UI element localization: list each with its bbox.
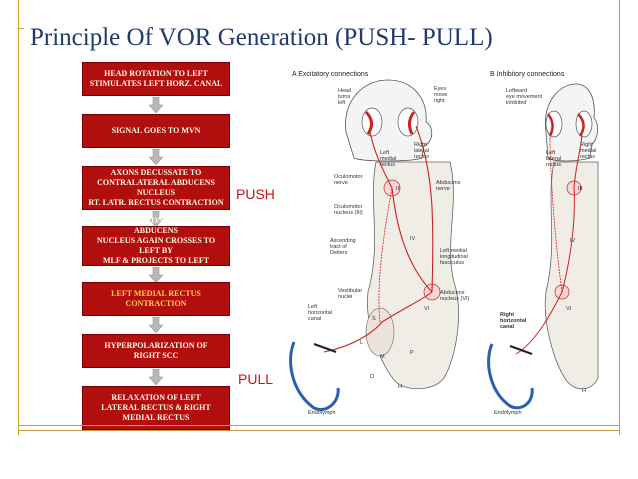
oculomotor-nerve-path: [369, 131, 393, 189]
right-lateral-rectus-muscle: [407, 111, 416, 135]
label-roman-iii-b: III: [578, 186, 583, 192]
head-outline-a: [345, 79, 433, 162]
canal-nerve-b: [509, 345, 533, 355]
flow-step-4-line-3: MLF & PROJECTS TO LEFT: [102, 256, 210, 265]
vestibular-to-abducens-path: [323, 291, 433, 353]
slide-title: Principle Of VOR Generation (PUSH- PULL): [30, 24, 493, 51]
push-label: PUSH: [234, 186, 277, 202]
label-roman-vi-a: VI: [424, 306, 430, 312]
flow-step-7-line-3: MEDIAL RECTUS: [122, 413, 190, 422]
flow-step-3-line-3: NUCLEUS: [136, 188, 176, 197]
flow-step-6-line-1: HYPERPOLARIZATION OF: [104, 341, 208, 350]
left-lateral-rectus-muscle: [546, 113, 554, 137]
label-d: D: [370, 374, 374, 380]
label-l: L: [360, 340, 363, 346]
flow-step-3-line-1: AXONS DECUSSATE TO: [110, 168, 202, 177]
flow-arrow-4: [149, 267, 163, 283]
label-m: M: [380, 354, 385, 360]
flow-step-1-line-2: STIMULATES LEFT HORZ. CANAL: [89, 79, 223, 88]
flow-step-3-line-4: RT. LATR. RECTUS CONTRACTION: [88, 198, 224, 207]
brainstem-b: [544, 161, 599, 390]
flow-step-7-line-2: LATERAL RECTUS & RIGHT: [101, 403, 211, 412]
left-horizontal-canal: [289, 341, 340, 411]
panel-a-title: A Excitatory connections: [292, 71, 369, 78]
inhibitory-path-b-2: [549, 131, 563, 293]
footer-rule-2: [18, 430, 620, 431]
flow-arrow-1: [149, 97, 163, 113]
footer-rule-1: [18, 425, 620, 426]
flow-arrow-5: [149, 317, 163, 333]
label-p: P: [410, 350, 414, 356]
frame-left-rule: [18, 0, 19, 435]
frame-right-rule: [619, 0, 620, 435]
right-medial-rectus-muscle: [577, 113, 585, 137]
flow-step-5-line-2: CONTRACTION: [125, 299, 187, 308]
label-endolymph-a: Endolymph: [308, 410, 336, 416]
label-roman-iii-a: III: [396, 186, 401, 192]
head-outline-b: [544, 83, 598, 162]
flow-step-5-line-1: LEFT MEDIAL RECTUS: [111, 289, 201, 298]
panel-b-title: B Inhibitory connections: [490, 71, 565, 78]
flow-step-3-line-2: CONTRALATERAL ABDUCENS: [97, 178, 215, 187]
left-medial-rectus-muscle: [364, 110, 373, 135]
flow-arrow-6: [149, 369, 163, 385]
flow-step-4-line-2: NUCLEUS AGAIN CROSSES TO LEFT BY: [96, 236, 216, 255]
frame-top-tick: [18, 28, 24, 29]
vestibular-nuclei-a: [365, 307, 395, 357]
flow-arrow-3: [149, 211, 163, 227]
label-roman-vi-b: VI: [566, 306, 572, 312]
pull-label: PULL: [238, 371, 274, 387]
mlf-path: [391, 187, 433, 293]
flow-arrow-2: [149, 149, 163, 165]
vor-anatomy-figure: A Excitatory connections B Inhibitory co…: [289, 71, 599, 416]
label-roman-iv-a: IV: [410, 236, 416, 242]
label-h-a: H: [398, 384, 402, 390]
ascending-tract-path: [378, 187, 393, 323]
flow-step-6-line-2: RIGHT SCC: [133, 351, 179, 360]
flow-step-1-line-1: HEAD ROTATION TO LEFT: [104, 69, 208, 78]
label-roman-iv-b: IV: [570, 238, 576, 244]
canal-nerve-a: [313, 343, 337, 353]
label-s: S: [372, 316, 376, 322]
abducens-nerve-path: [415, 125, 434, 293]
flow-step-2: SIGNAL GOES TO MVN: [82, 114, 230, 148]
inhibitory-path-b: [515, 131, 583, 355]
label-h-b: H: [582, 388, 586, 394]
flow-step-7-line-1: RELAXATION OF LEFT: [111, 393, 201, 402]
flow-step-2-line-1: SIGNAL GOES TO MVN: [111, 126, 201, 135]
right-eye-a: [397, 107, 419, 137]
label-endolymph-b: Endolymph: [494, 410, 522, 416]
right-horizontal-canal: [487, 343, 534, 410]
flow-step-4-line-1: INTERNEURONS FROM RT. ABDUCENS: [103, 216, 209, 235]
